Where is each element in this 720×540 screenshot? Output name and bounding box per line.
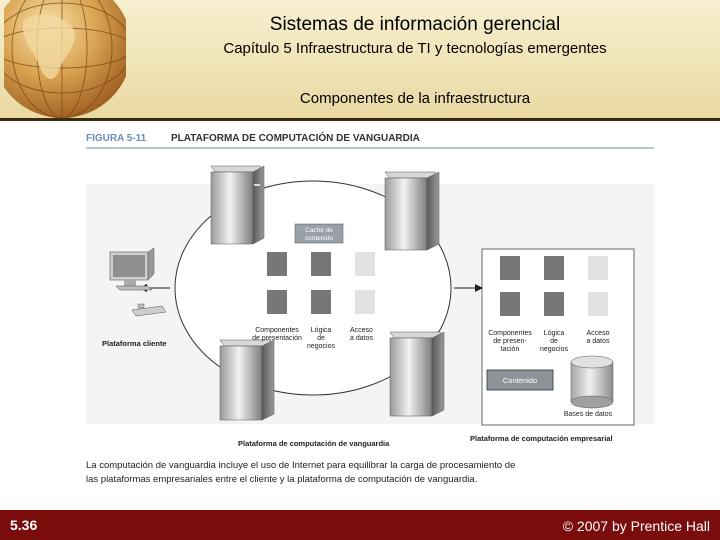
database-icon (571, 356, 613, 408)
ent-col3-label: Acceso (587, 330, 610, 337)
ent-col2-label: Lógica (544, 330, 565, 337)
figure-title: PLATAFORMA DE COMPUTACIÓN DE VANGUARDIA (171, 131, 420, 144)
cache-label: Caché de (305, 227, 333, 234)
edge-col2-label: Lógica (311, 327, 332, 334)
edge-server-icon (390, 332, 444, 416)
data-access-square (588, 256, 608, 280)
logic-square (544, 292, 564, 316)
edge-col2-label: de (317, 335, 325, 342)
slide-number: 5.36 (10, 517, 37, 533)
copyright: © 2007 by Prentice Hall (563, 518, 710, 534)
logic-square (311, 290, 331, 314)
data-access-square (355, 252, 375, 276)
presentation-square (267, 290, 287, 314)
data-access-square (588, 292, 608, 316)
logic-square (544, 256, 564, 280)
logic-square (311, 252, 331, 276)
edge-col2-label: negocios (307, 343, 336, 350)
ent-col1-label: de presen- (493, 338, 527, 345)
figure-caption: La computación de vanguardia incluye el … (86, 460, 515, 471)
edge-col1-label: de presentación (252, 335, 302, 342)
ent-col2-label: de (550, 338, 558, 345)
cache-label: contenido (305, 235, 334, 242)
slide-header: Sistemas de información gerencial Capítu… (0, 0, 720, 118)
edge-col3-label: a datos (350, 335, 373, 342)
header-divider (0, 118, 720, 121)
figure-number: FIGURA 5-11 (86, 133, 147, 144)
globe-icon (4, 0, 126, 118)
ent-col2-label: negocios (540, 346, 569, 353)
presentation-square (500, 292, 520, 316)
slide-footer: 5.36 © 2007 by Prentice Hall (0, 510, 720, 540)
edge-col1-label: Componentes (255, 327, 299, 334)
content-label: Contenido (503, 376, 537, 385)
edge-server-icon (211, 166, 264, 244)
client-platform-label: Plataforma cliente (102, 339, 167, 348)
figure-diagram: FIGURA 5-11 PLATAFORMA DE COMPUTACIÓN DE… (78, 124, 662, 496)
presentation-square (267, 252, 287, 276)
edge-server-icon (385, 172, 439, 250)
enterprise-platform-label: Plataforma de computación empresarial (470, 434, 613, 443)
edge-server-icon (220, 340, 274, 420)
section-title: Componentes de la infraestructura (130, 90, 700, 107)
data-access-square (355, 290, 375, 314)
ent-col3-label: a datos (587, 338, 610, 345)
ent-col1-label: tación (501, 346, 520, 353)
figure-caption: las plataformas empresariales entre el c… (86, 474, 477, 485)
ent-col1-label: Componentes (488, 330, 532, 337)
edge-platform-label: Plataforma de computación de vanguardia (238, 439, 390, 448)
database-label: Bases de datos (564, 411, 613, 418)
edge-col3-label: Acceso (350, 327, 373, 334)
presentation-square (500, 256, 520, 280)
slide-subtitle: Capítulo 5 Infraestructura de TI y tecno… (130, 40, 700, 57)
slide-title: Sistemas de información gerencial (130, 14, 700, 36)
